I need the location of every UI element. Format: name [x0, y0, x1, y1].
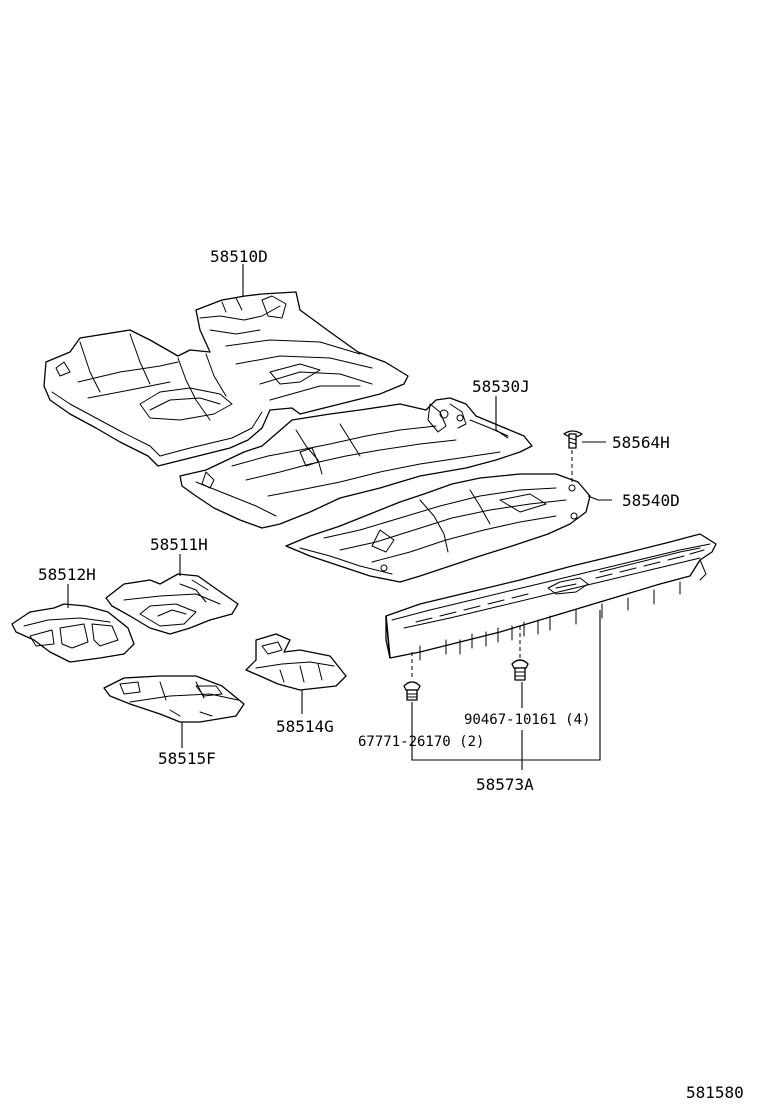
front-floor-carpet-58510D — [43, 291, 409, 467]
mat-58511H — [105, 573, 239, 635]
label-58530J: 58530J — [472, 377, 530, 396]
figure-code: 581580 — [686, 1083, 744, 1102]
label-67771-26170: 67771-26170 (2) — [358, 734, 484, 750]
clip-67771-26170 — [403, 652, 421, 701]
label-58514G: 58514G — [276, 717, 334, 736]
label-58510D: 58510D — [210, 247, 268, 266]
scuff-plate-58573A — [385, 533, 717, 661]
rear-floor-carpet-58540D — [285, 473, 591, 583]
mat-58514G — [245, 633, 347, 691]
label-58540D: 58540D — [622, 491, 680, 510]
mat-58515F — [103, 675, 245, 723]
scuff-plate-slots — [415, 547, 705, 623]
mat-58512H — [11, 603, 135, 663]
label-90467-10161: 90467-10161 (4) — [464, 712, 590, 728]
leader-lines — [67, 264, 612, 770]
clip-58564H — [563, 430, 583, 484]
label-58512H: 58512H — [38, 565, 96, 584]
label-58573A: 58573A — [476, 775, 534, 794]
label-58515F: 58515F — [158, 749, 216, 768]
clip-90467-10161 — [511, 626, 529, 681]
label-58564H: 58564H — [612, 433, 670, 452]
label-58511H: 58511H — [150, 535, 208, 554]
center-floor-carpet-58530J — [179, 397, 533, 529]
